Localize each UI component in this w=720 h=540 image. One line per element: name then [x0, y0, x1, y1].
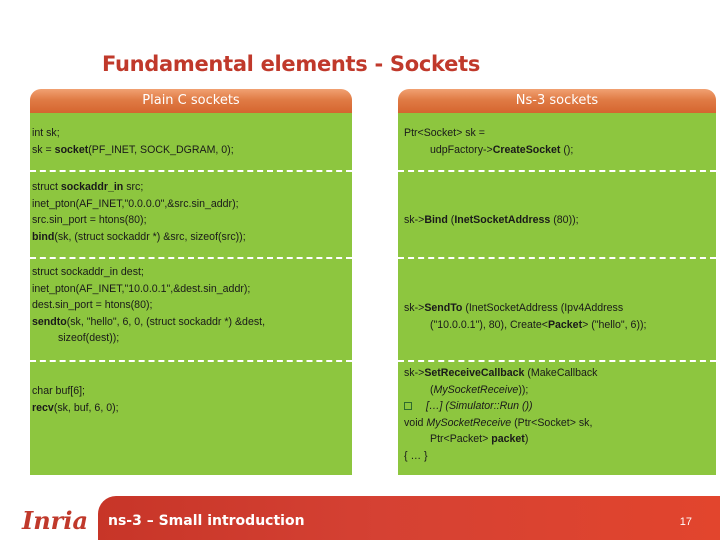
code-token: (sk, (struct sockaddr *) &src, sizeof(sr…: [54, 230, 246, 243]
page-number: 17: [679, 516, 692, 528]
code-token: SendTo: [424, 302, 463, 314]
code-token: src;: [123, 181, 144, 193]
right-divider-2: [398, 257, 716, 259]
code-token: sk =: [32, 143, 55, 156]
footer-title: ns-3 – Small introduction: [108, 513, 305, 529]
ns3-sockets-panel: [398, 113, 716, 475]
code-token: (: [447, 214, 455, 226]
code-token: SetReceiveCallback: [424, 367, 525, 379]
footer-bar: [98, 496, 720, 540]
code-line: sendto(sk, "hello", 6, 0, (struct sockad…: [32, 314, 265, 331]
code-token: ();: [560, 143, 574, 156]
code-token: (Ptr<Socket> sk,: [511, 416, 593, 429]
code-token: InetSocketAddress: [454, 214, 551, 226]
code-token: […] (Simulator::Run ()): [426, 400, 533, 412]
code-token: ("10.0.0.1"), 80), Create<: [430, 318, 548, 331]
c-bind-code: struct sockaddr_in src;inet_pton(AF_INET…: [32, 179, 246, 245]
code-token: > ("hello", 6));: [582, 318, 647, 331]
inria-logo: Inria: [21, 506, 88, 535]
code-line: udpFactory->CreateSocket ();: [404, 142, 573, 159]
plain-c-sockets-header: Plain C sockets: [30, 89, 352, 113]
code-line: src.sin_port = htons(80);: [32, 212, 246, 229]
code-line: inet_pton(AF_INET,"0.0.0.0",&src.sin_add…: [32, 196, 246, 213]
left-divider-1: [30, 170, 352, 172]
code-token: sockaddr_in: [60, 181, 124, 193]
code-line: Ptr<Socket> sk =: [404, 125, 573, 142]
code-token: CreateSocket: [492, 143, 561, 156]
c-socket-create-code: int sk; sk = socket(PF_INET, SOCK_DGRAM, …: [32, 125, 234, 158]
code-line: sk->Bind (InetSocketAddress (80));: [404, 212, 579, 229]
code-line: ("10.0.0.1"), 80), Create<Packet> ("hell…: [404, 317, 646, 334]
code-token: src.sin_port = htons(80);: [32, 214, 147, 226]
code-line: { … }: [404, 448, 597, 465]
code-token: socket: [54, 143, 89, 156]
slide-title: Fundamental elements - Sockets: [102, 52, 481, 76]
code-token: ));: [518, 383, 529, 396]
code-token: int sk;: [32, 127, 60, 139]
code-token: Bind: [424, 214, 448, 226]
code-token: (InetSocketAddress (Ipv4Address: [462, 302, 624, 314]
code-line: struct sockaddr_in src;: [32, 179, 246, 196]
code-token: ): [524, 433, 529, 445]
code-line: […] (Simulator::Run ()): [404, 398, 597, 415]
code-token: Packet: [547, 318, 583, 331]
code-token: struct sockaddr_in dest;: [32, 266, 144, 278]
c-recv-code: char buf[6]; recv(sk, buf, 6, 0);: [32, 383, 119, 416]
code-token: sizeof(dest));: [58, 332, 120, 344]
code-token: sk->: [404, 302, 425, 314]
code-token: packet: [491, 433, 525, 445]
code-line: void MySocketReceive (Ptr<Socket> sk,: [404, 415, 597, 432]
code-token: recv: [32, 401, 54, 414]
code-line: bind(sk, (struct sockaddr *) &src, sizeo…: [32, 229, 246, 246]
code-line: sk = socket(PF_INET, SOCK_DGRAM, 0);: [32, 142, 234, 159]
code-line: Ptr<Packet> packet): [404, 431, 597, 448]
ns3-bind-code: sk->Bind (InetSocketAddress (80));: [404, 212, 579, 229]
code-line: struct sockaddr_in dest;: [32, 264, 265, 281]
code-token: struct: [32, 181, 61, 193]
code-token: sk->: [404, 214, 425, 226]
code-line: sk->SetReceiveCallback (MakeCallback: [404, 365, 597, 382]
code-token: (PF_INET, SOCK_DGRAM, 0);: [88, 143, 234, 156]
code-token: (sk, "hello", 6, 0, (struct sockaddr *) …: [66, 315, 266, 328]
code-line: sk->SendTo (InetSocketAddress (Ipv4Addre…: [404, 300, 646, 317]
code-token: dest.sin_port = htons(80);: [32, 299, 153, 311]
ns3-sockets-header: Ns-3 sockets: [398, 89, 716, 113]
code-line: dest.sin_port = htons(80);: [32, 297, 265, 314]
code-token: { … }: [404, 449, 428, 462]
checkbox-bullet-icon: [404, 402, 412, 410]
c-sendto-code: struct sockaddr_in dest; inet_pton(AF_INE…: [32, 264, 265, 347]
code-token: (: [430, 383, 434, 396]
code-token: sendto: [32, 315, 67, 328]
code-token: Ptr<Socket> sk =: [404, 127, 485, 139]
code-token: inet_pton(AF_INET,"0.0.0.0",&src.sin_add…: [32, 197, 239, 210]
code-line: recv(sk, buf, 6, 0);: [32, 400, 119, 417]
svg-text:Inria: Inria: [21, 506, 88, 535]
ns3-receive-callback-code: sk->SetReceiveCallback (MakeCallback(MyS…: [404, 365, 597, 464]
left-divider-2: [30, 257, 352, 259]
code-token: (sk, buf, 6, 0);: [53, 401, 119, 414]
code-token: MySocketReceive: [426, 416, 512, 429]
ns3-sendto-code: sk->SendTo (InetSocketAddress (Ipv4Addre…: [404, 300, 646, 333]
code-token: (MakeCallback: [524, 367, 598, 379]
plain-c-sockets-panel: [30, 113, 352, 475]
code-line: sizeof(dest));: [32, 330, 265, 347]
code-line: int sk;: [32, 125, 234, 142]
code-token: void: [404, 416, 427, 429]
code-token: bind: [32, 230, 55, 243]
code-token: inet_pton(AF_INET,"10.0.0.1",&dest.sin_a…: [32, 282, 251, 295]
left-divider-3: [30, 360, 352, 362]
code-token: char buf[6];: [32, 385, 85, 397]
code-token: udpFactory->: [430, 143, 493, 156]
code-token: sk->: [404, 367, 425, 379]
code-token: (80));: [550, 214, 579, 226]
right-divider-1: [398, 170, 716, 172]
code-token: Ptr<Packet>: [430, 433, 492, 445]
code-token: MySocketReceive: [433, 383, 519, 396]
code-line: char buf[6];: [32, 383, 119, 400]
ns3-socket-create-code: Ptr<Socket> sk = udpFactory->CreateSocket…: [404, 125, 573, 158]
right-divider-3: [398, 360, 716, 362]
code-line: inet_pton(AF_INET,"10.0.0.1",&dest.sin_a…: [32, 281, 265, 298]
code-line: (MySocketReceive));: [404, 382, 597, 399]
